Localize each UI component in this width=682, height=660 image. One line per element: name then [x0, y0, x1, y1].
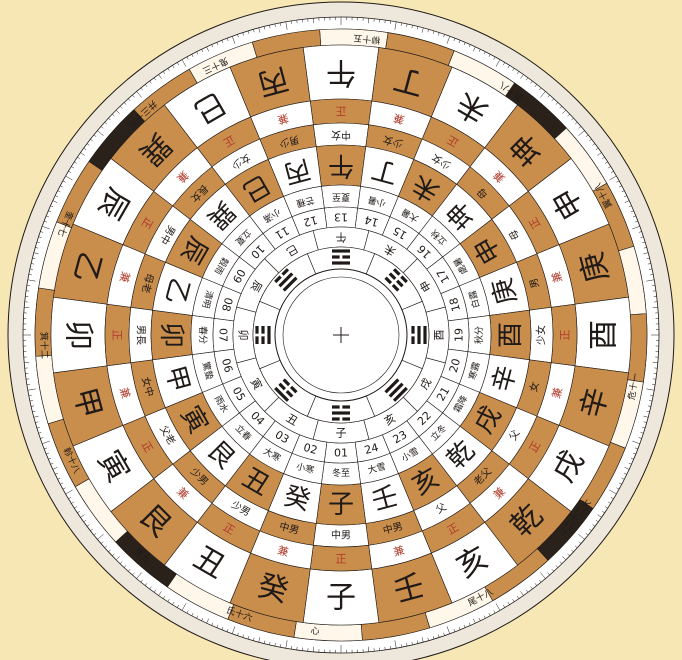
mountain-inner-label: 午 [328, 150, 354, 180]
mountain-outer-label: 卯 [61, 320, 96, 350]
kua-label: 男長 [135, 325, 147, 345]
trigram-bar [261, 326, 264, 334]
trigram-bar [332, 261, 350, 264]
solar-term-label: 夏至 [332, 191, 350, 202]
trigram-line [417, 326, 420, 344]
kua-label: 中男 [331, 529, 351, 542]
trigram-bar [332, 255, 340, 258]
trigram-line [332, 411, 350, 414]
trigram-bar [255, 326, 258, 334]
kua-label: 中女 [331, 129, 351, 142]
tag-label: 正 [336, 105, 347, 118]
trigram-bar [332, 249, 350, 252]
mountain-inner-label: 酉 [496, 322, 526, 348]
number-label: 13 [334, 211, 348, 224]
mansion-label: 心 [310, 625, 320, 637]
trigram-bar [342, 417, 350, 420]
trigram-bar [417, 326, 420, 344]
trigram-bar [342, 405, 350, 408]
tag-label: 正 [559, 330, 572, 341]
branch-label: 子 [336, 427, 347, 440]
mountain-outer-label: 酉 [587, 320, 622, 350]
solar-term-label: 冬至 [332, 467, 350, 479]
trigram-line [267, 326, 270, 344]
branch-label: 酉 [433, 330, 446, 341]
trigram-bar [267, 326, 270, 344]
mountain-outer-label: 子 [326, 581, 356, 616]
kua-label: 少女 [535, 325, 548, 345]
number-label: 01 [334, 447, 348, 460]
mountain-inner-label: 卯 [156, 322, 186, 348]
tag-label: 正 [111, 330, 124, 341]
solar-term-label: 秋分 [473, 326, 485, 344]
trigram-line [332, 249, 350, 252]
trigram-bar [261, 336, 264, 344]
mountain-outer-label: 午 [326, 55, 356, 90]
trigram-bar [342, 255, 350, 258]
trigram-bar [423, 326, 426, 344]
trigram-line [423, 326, 426, 344]
trigram-bar [332, 405, 340, 408]
branch-label: 午 [336, 231, 347, 244]
trigram-bar [332, 417, 340, 420]
trigram-bar [255, 336, 258, 344]
trigram-line [332, 261, 350, 264]
branch-label: 卯 [237, 330, 250, 341]
trigram-bar [332, 411, 350, 414]
mansion-label: 箕十二 [38, 332, 51, 359]
mountain-inner-label: 子 [328, 490, 354, 520]
number-label: 07 [217, 328, 230, 342]
tag-label: 正 [336, 553, 347, 566]
number-label: 19 [453, 328, 466, 342]
trigram-bar [411, 336, 414, 344]
trigram-bar [411, 326, 414, 334]
solar-term-label: 春分 [197, 326, 209, 344]
